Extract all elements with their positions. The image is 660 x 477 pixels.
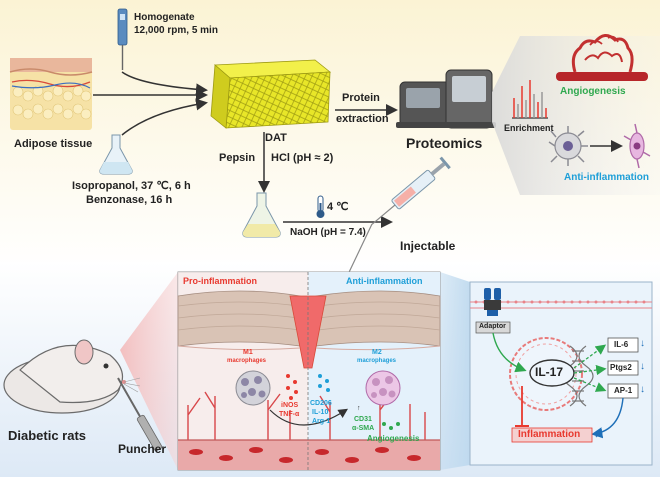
dat-label: DAT (265, 132, 287, 144)
homogenate-label: Homogenate (134, 12, 195, 23)
up-arrow: ↑ (357, 405, 361, 412)
flask-icon (99, 134, 133, 175)
benzonase-condition: Benzonase, 16 h (86, 194, 173, 206)
isopropanol-condition: Isopropanol, 37 ℃, 6 h (72, 180, 191, 192)
il17-label: IL-17 (535, 365, 564, 379)
ptgs2-box (607, 360, 639, 376)
ptgs2-label: Ptgs2 (610, 363, 632, 372)
arg1-label: Arg-1 (312, 418, 331, 425)
protein-label: Protein (342, 92, 380, 104)
inflammation-down-arrow: ↓ (594, 429, 599, 440)
enrichment-label: Enrichment (504, 123, 554, 133)
puncher-icon (117, 377, 163, 452)
m2-label: M2 (372, 349, 382, 356)
il10-label: IL-10 (312, 409, 329, 416)
enrichment-spectrum (512, 80, 548, 119)
m1-sub-label: macrophages (227, 358, 267, 364)
il6-label: IL-6 (614, 340, 629, 349)
pro-inflammation-label: Pro-inflammation (183, 276, 258, 286)
adipose-tissue-label: Adipose tissue (14, 138, 93, 150)
anti-inflammation-label: Anti-inflammation (564, 172, 649, 183)
ap1-down-arrow: ↓ (640, 384, 645, 395)
cd31-label: CD31 (354, 416, 372, 423)
proteomics-label: Proteomics (406, 135, 483, 151)
m1-label: M1 (243, 349, 253, 356)
zoom-wedge-right (440, 272, 470, 470)
rat-icon (3, 339, 141, 414)
pepsin-label: Pepsin (219, 152, 256, 164)
thermometer-icon (316, 195, 325, 218)
blood-vessel-icon (556, 34, 648, 81)
extraction-label: extraction (336, 113, 389, 125)
m2-sub-label: macrophages (357, 358, 397, 364)
temperature-label: 4 ℃ (327, 201, 349, 213)
il6-box (607, 337, 639, 353)
cd206-label: CD206 (310, 400, 332, 407)
il6-down-arrow: ↓ (640, 338, 645, 349)
homogenizer-icon (117, 8, 128, 70)
ptgs2-down-arrow: ↓ (640, 361, 645, 372)
adaptor-label: Adaptor (479, 323, 506, 330)
puncher-label: Puncher (118, 442, 167, 456)
inflammation-label: Inflammation (518, 429, 581, 440)
dat-scaffold (210, 59, 332, 129)
angiogenesis-label: Angiogenesis (560, 86, 626, 97)
m2-macrophage-icon (365, 370, 401, 406)
anti-inflammation-panel-label: Anti-inflammation (346, 276, 423, 286)
naoh-label: NaOH (pH = 7.4) (290, 227, 366, 238)
mass-spectrometer-icon (396, 69, 496, 129)
tnf-label: TNF-α (279, 411, 300, 418)
m1-macrophage-icon (235, 370, 271, 406)
macrophage-transition-icon (548, 123, 651, 169)
wound-panel (177, 271, 441, 471)
zoom-wedge-left (120, 272, 178, 470)
homogenate-condition: 12,000 rpm, 5 min (134, 25, 218, 36)
ap1-label: AP-1 (614, 386, 633, 395)
adipose-tissue-block (9, 58, 93, 130)
inflammation-box (511, 427, 593, 443)
angiogenesis-panel-label: Angiogenesis (367, 434, 420, 443)
asma-label: α-SMA (352, 425, 375, 432)
syringe-icon (371, 156, 451, 225)
injectable-label: Injectable (400, 239, 456, 253)
inos-label: iNOS (281, 402, 299, 409)
hcl-label: HCl (pH ≈ 2) (271, 152, 334, 164)
flask-icon (242, 192, 281, 238)
diabetic-rats-label: Diabetic rats (8, 428, 87, 443)
pathway-panel (469, 281, 653, 466)
receptor-icon (484, 288, 501, 316)
